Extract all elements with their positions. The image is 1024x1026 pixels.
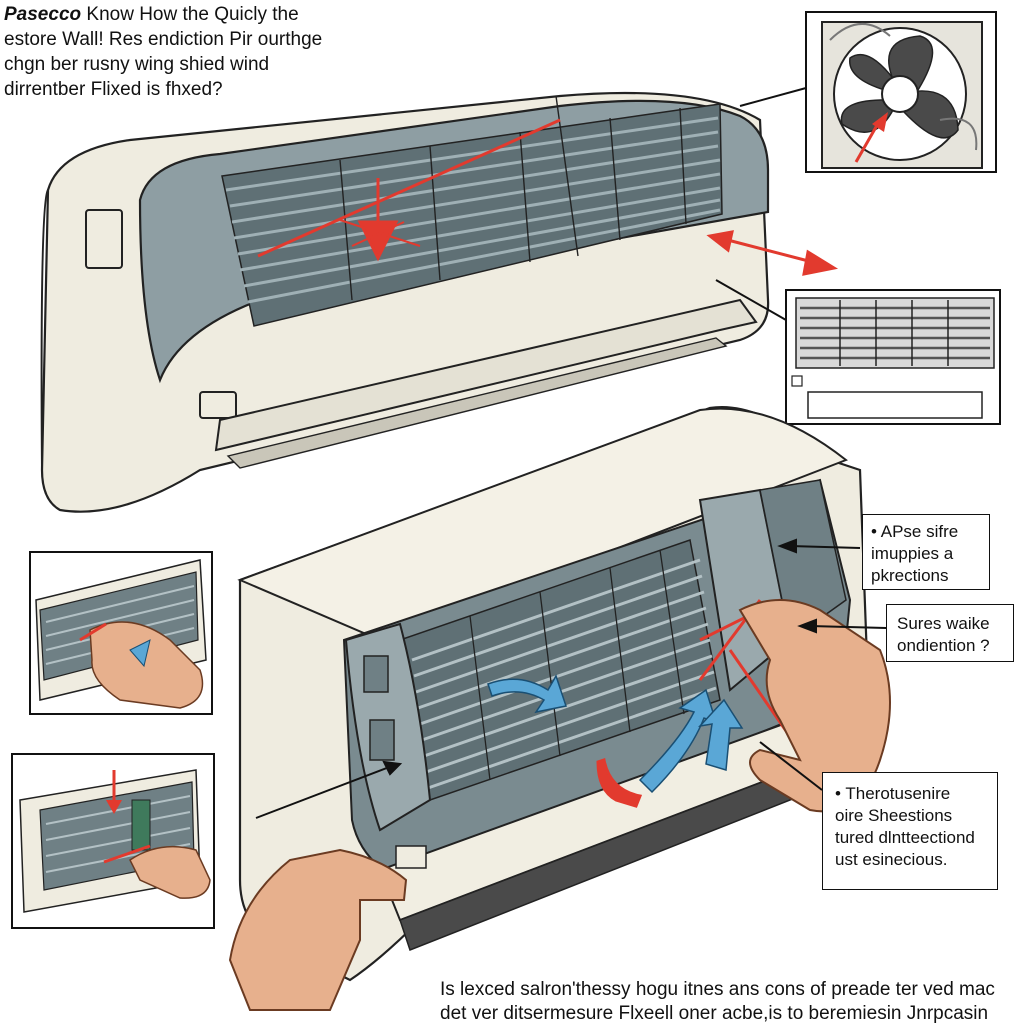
callout-3-line-1: • Therotusenire — [835, 784, 951, 803]
inset-left-bottom — [11, 753, 215, 929]
callout-3-line-2: oire Sheestions — [835, 806, 953, 825]
callout-1-line-3: pkrections — [871, 566, 949, 585]
title-line-1-rest: Know How the Quicly the — [81, 4, 299, 25]
callout-box-3: • Therotusenire oire Sheestions tured dl… — [822, 772, 998, 890]
title-line-2: estore Wall! Res endiction Pir ourthge — [4, 29, 323, 50]
title-line-3: chgn ber rusny wing shied wind — [4, 54, 270, 75]
callout-2-line-1: Sures waike — [897, 614, 990, 633]
filter-inset — [785, 289, 1001, 425]
bottom-ac-unit — [228, 406, 891, 1011]
callout-box-2: Sures waike ondiention ? — [886, 604, 1014, 662]
top-ac-unit — [40, 91, 839, 513]
callout-3-line-3: tured dlntteectiond — [835, 828, 975, 847]
caption-line-2: det ver ditsermesure Flxeell oner acbe,i… — [440, 1003, 989, 1024]
callout-1-line-1: • APse sifre — [871, 522, 959, 541]
callout-2-line-2: ondiention ? — [897, 636, 990, 655]
bottom-caption: Is lexced salron'thessy hogu itnes ans c… — [440, 978, 1024, 1026]
callout-box-1: • APse sifre imuppies a pkrections — [862, 514, 990, 590]
title-line-1: Pasecco Know How the Quicly the — [4, 2, 384, 27]
brand-name: Pasecco — [4, 4, 82, 25]
inset-left-top — [29, 551, 213, 715]
leader-lines-bottom — [255, 538, 887, 819]
fan-inset — [805, 11, 997, 173]
leader-lines-top — [715, 87, 807, 321]
title-line-4: dirrentber Flixed is fhxed? — [4, 79, 223, 100]
callout-3-line-4: ust esinecious. — [835, 850, 948, 869]
callout-1-line-2: imuppies a — [871, 544, 954, 563]
caption-line-1: Is lexced salron'thessy hogu itnes ans c… — [440, 979, 995, 1000]
page-title: Pasecco Know How the Quicly the estore W… — [4, 2, 384, 102]
